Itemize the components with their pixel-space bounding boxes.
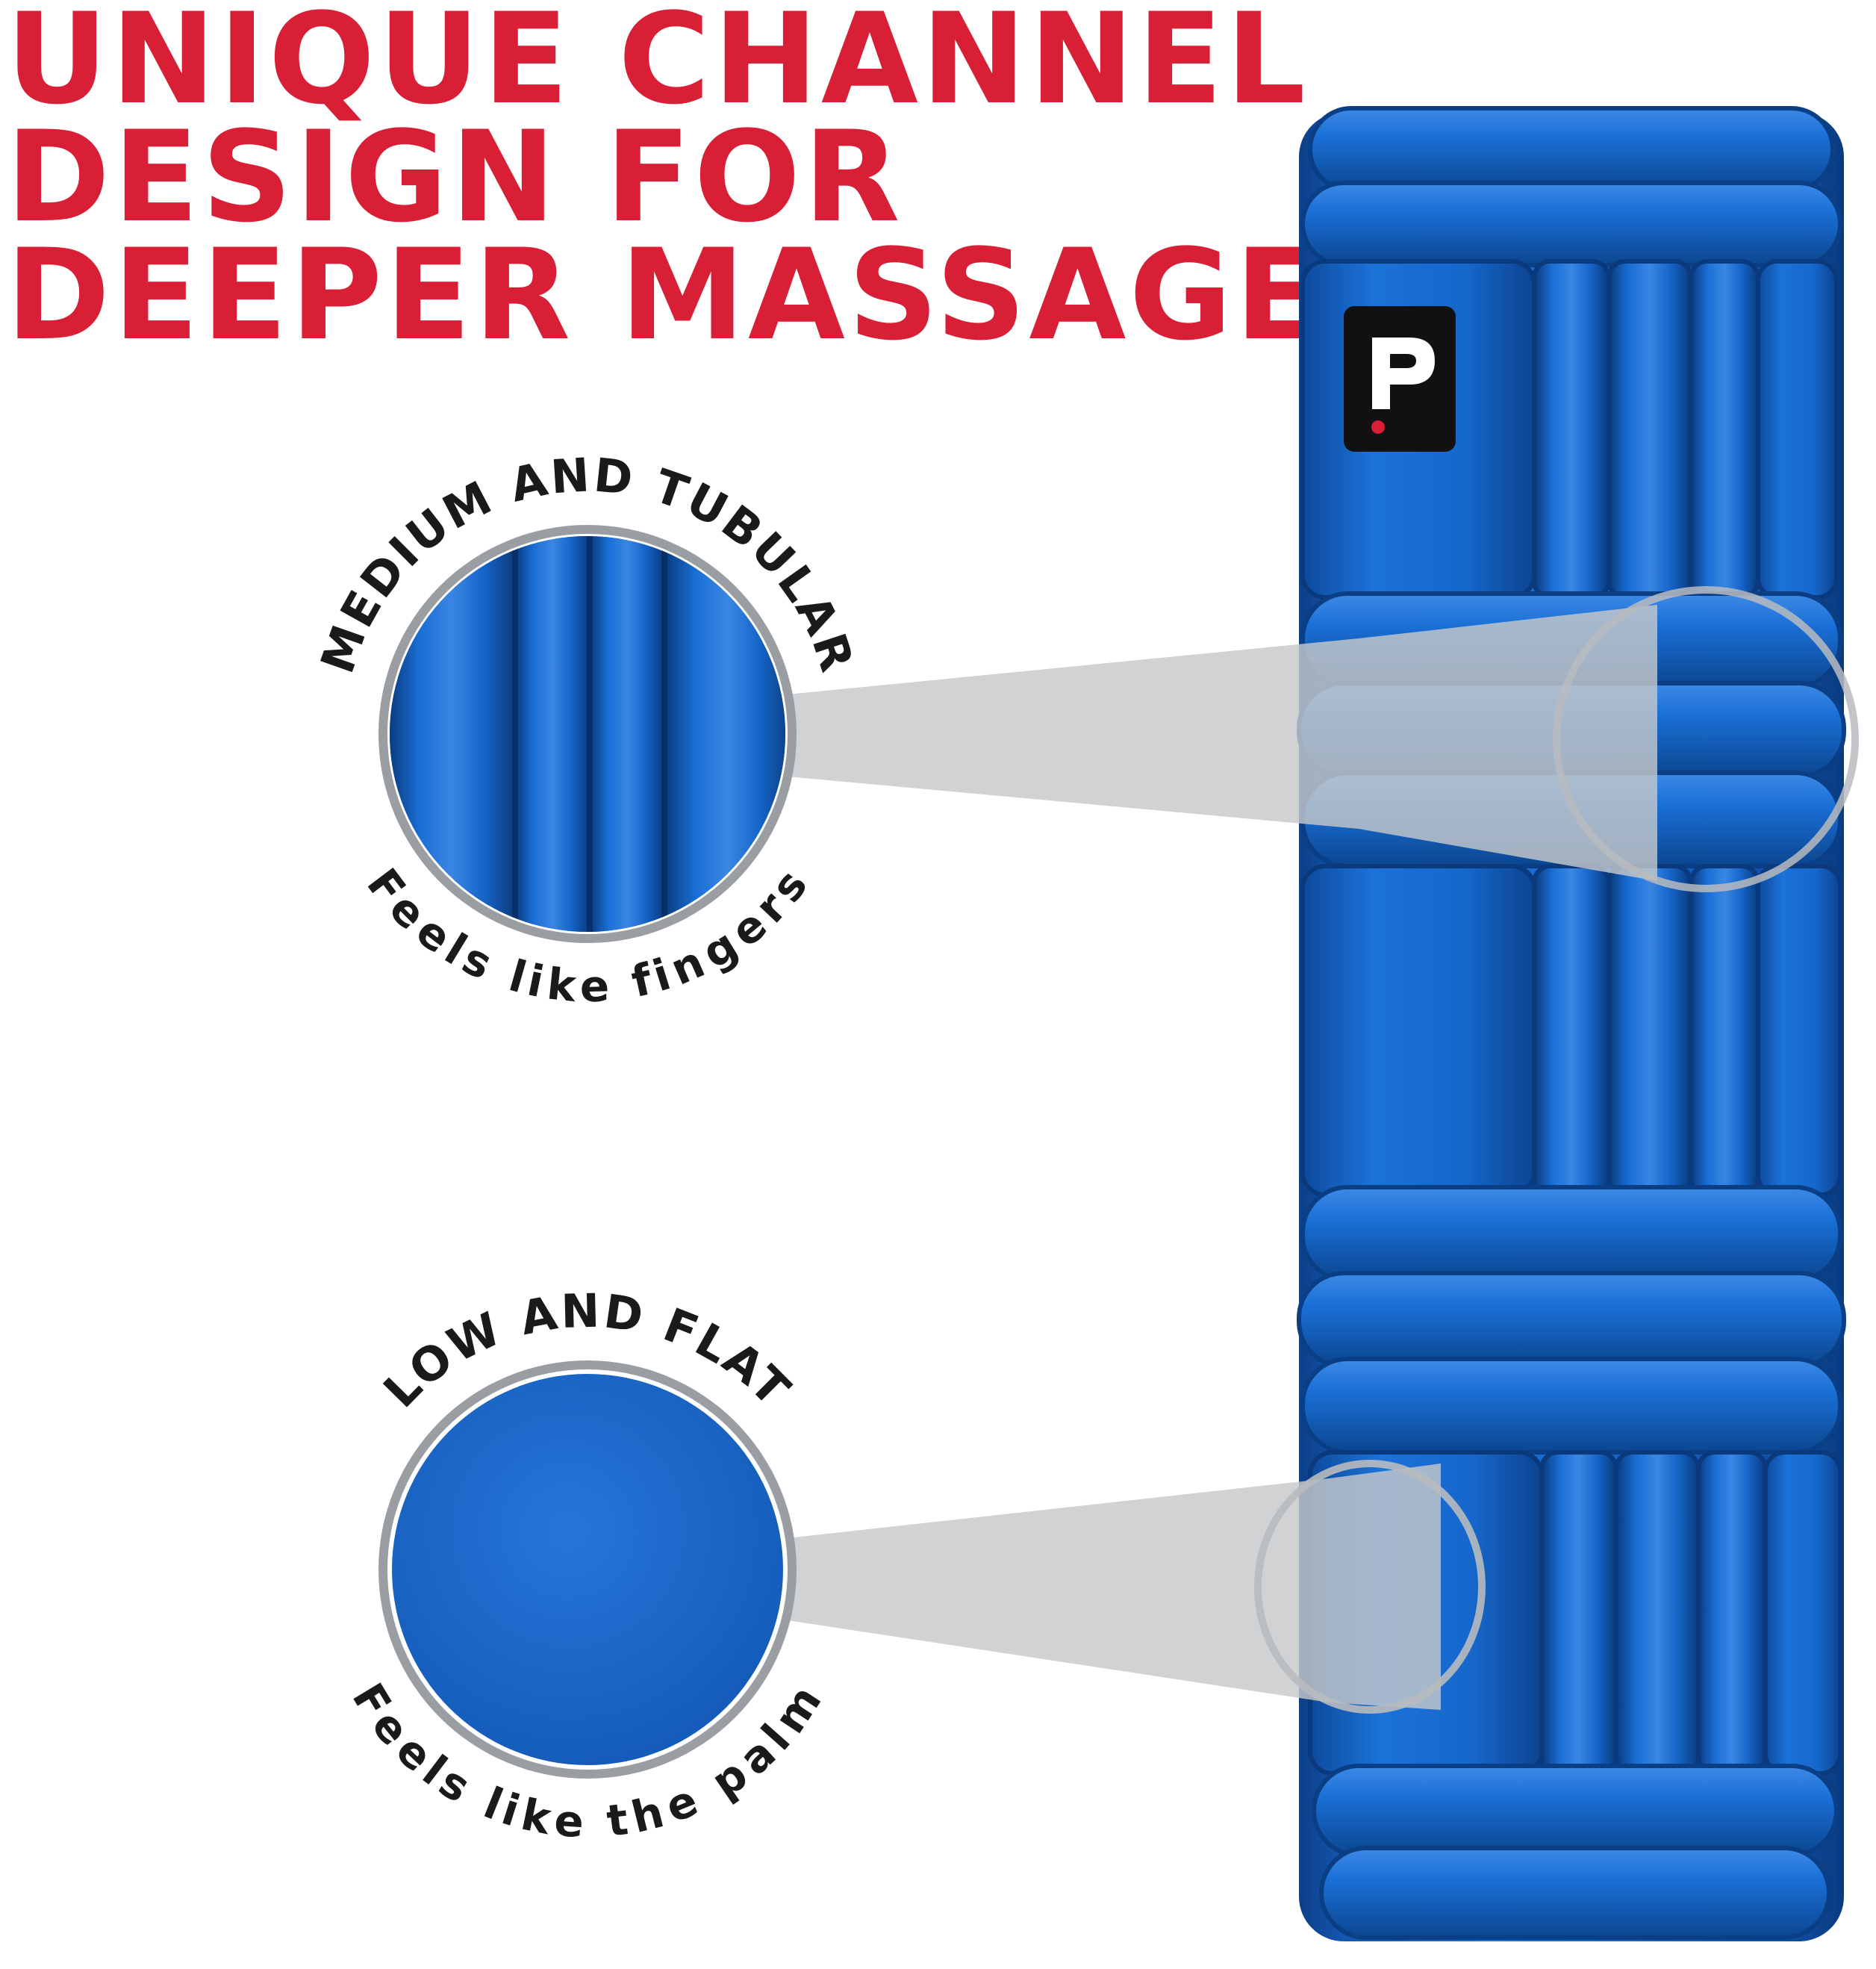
magnifier-ring-top xyxy=(1553,586,1859,892)
headline-line-2: DESIGN FOR xyxy=(6,104,903,250)
roller-ring xyxy=(1297,1271,1846,1369)
brand-logo-p-icon xyxy=(1344,306,1456,452)
roller-block-section-middle xyxy=(1300,864,1842,1197)
callout-beam-top xyxy=(788,605,1657,881)
headline: UNIQUE CHANNEL DESIGN FOR DEEPER MASSAGE xyxy=(6,0,1324,368)
roller-block-section-upper xyxy=(1300,259,1839,600)
roller-ring xyxy=(1300,181,1842,267)
zoom-circle-flat xyxy=(378,1360,797,1779)
roller-ring xyxy=(1308,106,1835,193)
roller-ring xyxy=(1300,1185,1842,1283)
callout-beam-bottom xyxy=(788,1463,1441,1710)
headline-line-3: DEEPER MASSAGE xyxy=(6,222,1324,368)
roller-ring xyxy=(1300,1357,1842,1455)
magnifier-ring-bottom xyxy=(1254,1460,1486,1714)
zoom-circle-tubular xyxy=(378,525,797,943)
roller-ring xyxy=(1319,1846,1831,1940)
headline-line-1: UNIQUE CHANNEL xyxy=(6,0,1309,132)
roller-ring xyxy=(1312,1764,1839,1858)
